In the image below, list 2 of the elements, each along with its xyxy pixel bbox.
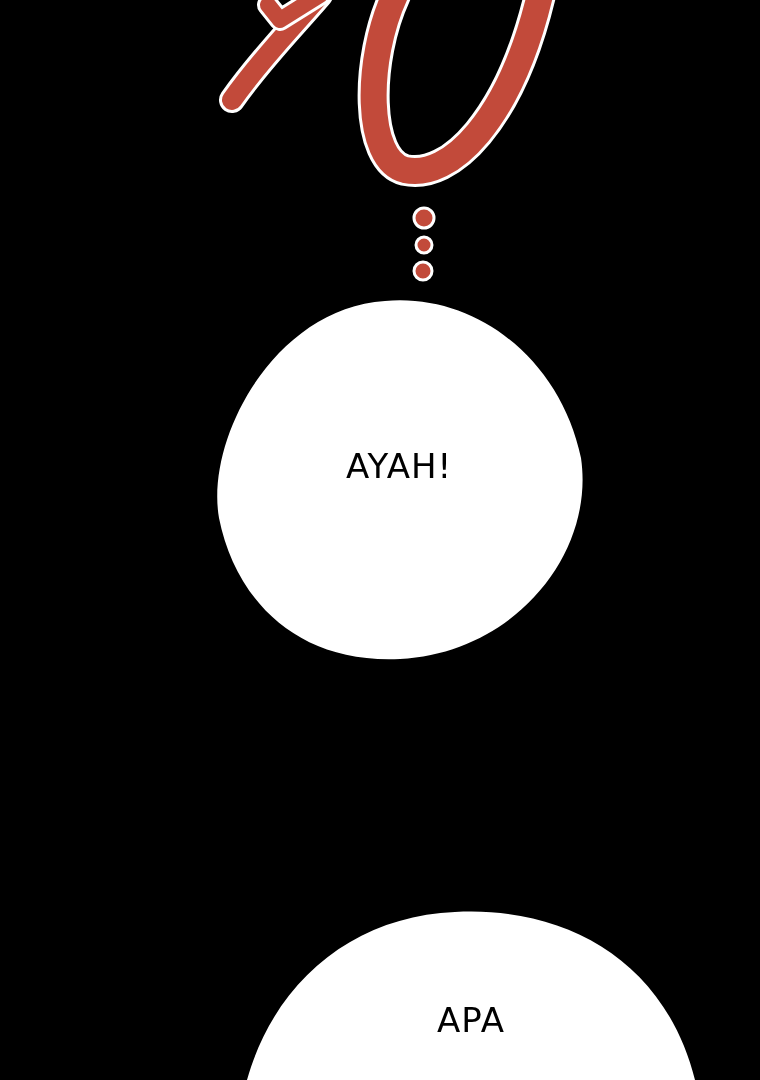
speech-text: APA — [437, 1000, 505, 1040]
speech-text: AYAH! — [345, 446, 453, 486]
